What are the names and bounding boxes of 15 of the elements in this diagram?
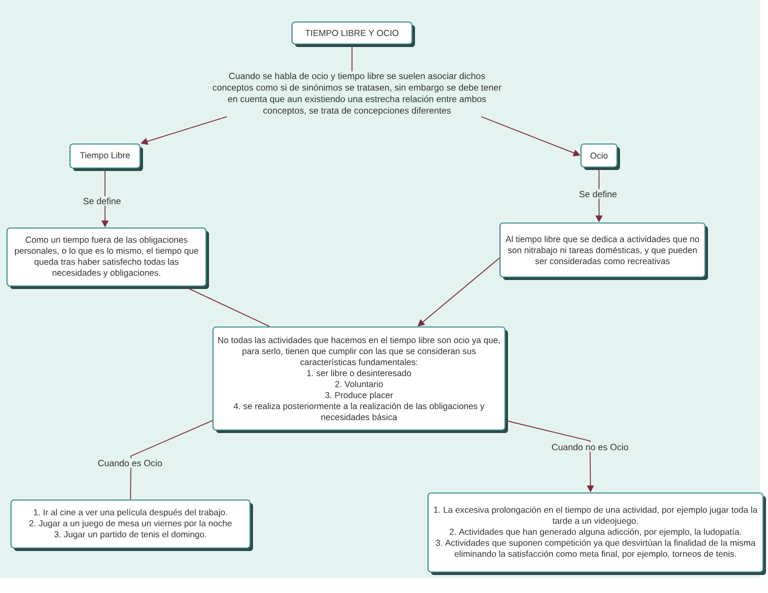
edge-label: Cuando no es Ocio xyxy=(550,442,630,452)
text-box: Al tiempo libre que se dedica a actividades que no son nitrabajo ni tareas domésticas, y que pueden ser consideradas como recreativas xyxy=(499,222,708,280)
text-box: No todas las actividades que hacemos en el tiempo libre son ocio ya que, para serlo, tienen que cumplir con las que se consideran sus características fundamentales: 1. ser libre o desinteresado 2. Voluntario 3. Produce placer 4. se realiza posteriormente a la realización de las obligaciones y necesidades básica xyxy=(212,326,508,433)
edge-label: Cuando es Ocio xyxy=(96,458,164,468)
text-box: 1. La excesiva prolongación en el tiempo de una actividad, por ejemplo jugar toda la tarde a un videojuego. 2. Actividades que han generado alguna adicción, por ejemplo, la ludopatía. 3. Actividades que suponen competición ya que desvirtúan la finalidad de la misma eliminando la satisfacción como meta final, por ejemplo, torneos de tenis. xyxy=(427,492,766,575)
edge-label: Se define xyxy=(578,189,619,199)
linking-phrase: Cuando se habla de ocio y tiempo libre se suelen asociar dichos conceptos como si de sinónimos se tratasen, sin embargo se debe tener en cuenta que aun existiendo una estrecha relación entre ambos conceptos, se trata de concepciones diferentes xyxy=(212,72,502,116)
connector-line xyxy=(130,420,213,500)
edge-label: Se define xyxy=(82,196,123,206)
concept-box: Tiempo Libre xyxy=(69,143,143,171)
concept-box: Ocio xyxy=(580,143,620,170)
title-box: TIEMPO LIBRE Y OCIO xyxy=(291,21,415,47)
connector-line xyxy=(184,286,270,327)
text-box: 1. Ir al cine a ver una película después del trabajo. 2. Jugar a un juego de mesa un viernes por la noche 3. Jugar un partido de tenis el domingo. xyxy=(10,499,253,551)
text-box: Como un tiempo fuera de las obligaciones personales, o lo que es lo mismo, el tiempo que queda tras haber satisfecho todas las necesidades y obligaciones. xyxy=(6,227,209,289)
